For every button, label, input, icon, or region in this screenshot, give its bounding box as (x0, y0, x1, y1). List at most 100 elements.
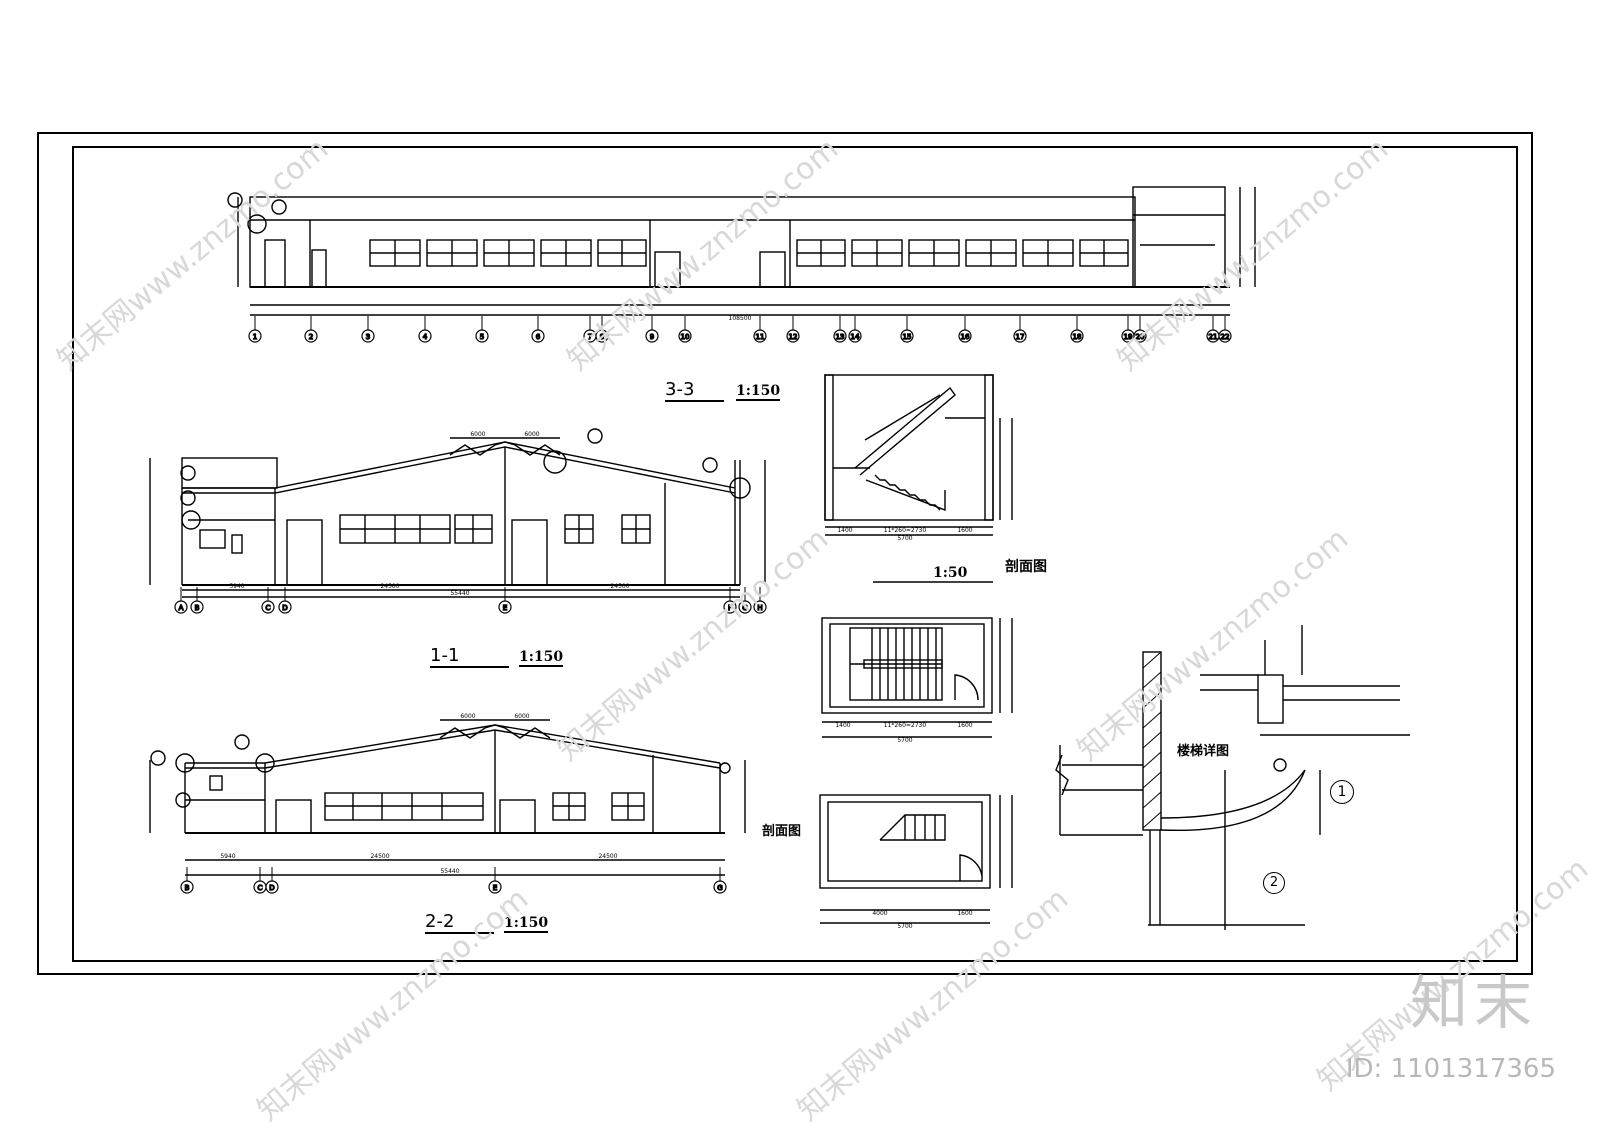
dim-stair-plan-a: 1400 (835, 722, 850, 729)
axis-3-3-label: 22 (1221, 333, 1230, 341)
dim-stair-section-overall: 5700 (897, 535, 912, 542)
axis-1-1-label: G (742, 604, 747, 612)
section-2-2 (149, 719, 746, 876)
section-1-1 (149, 428, 766, 598)
dim-stair-plan-b-overall: 5700 (897, 923, 912, 930)
axis-1-1-bubble (261, 600, 275, 614)
axis-3-3-label: 1 (253, 333, 257, 341)
axis-3-3-label: 21 (1209, 333, 1218, 341)
dim-stair-section: 11*260=2730 (884, 527, 927, 534)
brand-logo-text: 知末 (1409, 969, 1538, 1037)
axis-3-3-bubble (595, 329, 609, 343)
dim-1-1: 5940 (229, 583, 244, 590)
windows-2-2 (324, 792, 645, 821)
axis-2-2-label: C (258, 884, 263, 892)
dim-1-1: 24500 (610, 583, 629, 590)
axis-3-3-label: 12 (789, 333, 798, 341)
axis-3-3-bubble (786, 329, 800, 343)
axis-3-3-bubble (958, 329, 972, 343)
detail-number-2: 2 (1263, 872, 1285, 894)
stair-plan-b-title: 剖面图 (762, 824, 802, 839)
section-3-3-title: 3-3 1:150 (665, 379, 781, 402)
axis-3-3-label: 6 (536, 333, 541, 341)
axis-3-3-label: 3 (366, 333, 370, 341)
dim-stair-section: 1400 (837, 527, 852, 534)
dim-stair-section: 1600 (957, 527, 972, 534)
inner-frame (72, 146, 1518, 962)
stair-section (824, 374, 1013, 583)
axis-3-3-bubble (900, 329, 914, 343)
axis-2-2-bubble (488, 880, 502, 894)
section-2-2-label: 2-2 (425, 911, 495, 934)
windows-3-3-right (796, 239, 1129, 267)
axis-1-1-bubble (278, 600, 292, 614)
stair-detail (1055, 651, 1321, 930)
axis-2-2-label: D (269, 884, 274, 892)
section-3-3 (227, 186, 1256, 316)
axis-3-3-bubble (848, 329, 862, 343)
axis-3-3-bubble (475, 329, 489, 343)
axis-1-1-bubble (498, 600, 512, 614)
axis-3-3-bubble (753, 329, 767, 343)
section-1-1-label: 1-1 (430, 645, 510, 668)
axis-1-1-label: E (503, 604, 507, 612)
wall-hatch (1142, 651, 1162, 829)
axis-1-1-bubble (174, 600, 188, 614)
axis-1-1-label: B (195, 604, 200, 612)
stair-plan-a (821, 617, 1013, 738)
axis-3-3-bubble (418, 329, 432, 343)
axis-2-2-label: G (717, 884, 722, 892)
axis-1-1-bubble (723, 600, 737, 614)
stair-section-scale: 1:50 (933, 565, 968, 581)
axis-3-3-label: 15 (903, 333, 912, 341)
dim-stair-plan-a: 1600 (957, 722, 972, 729)
axis-3-3-bubble (645, 329, 659, 343)
dim-1-1-overall: 55440 (450, 590, 469, 597)
axis-3-3-label: 5 (480, 333, 484, 341)
dim-2-2-overall: 55440 (440, 868, 459, 875)
axis-3-3-bubble (678, 329, 692, 343)
dim-2-2-truss: 6000 (514, 713, 529, 720)
axis-3-3-label: 4 (423, 333, 428, 341)
axis-3-3-bubble (304, 329, 318, 343)
section-2-2-title: 2-2 1:150 (425, 911, 549, 934)
dim-stair-plan-a-overall: 5700 (897, 737, 912, 744)
stair-section-title: 剖面图 (1005, 559, 1047, 575)
dim-2-2: 24500 (370, 853, 389, 860)
stair-treads-a (871, 628, 937, 700)
dim-1-1: 24500 (380, 583, 399, 590)
axis-1-1-label: F (728, 604, 732, 612)
axis-1-1-label: C (266, 604, 271, 612)
section-3-3-scale: 1:150 (735, 383, 781, 401)
dim-stair-plan-b: 4000 (872, 910, 887, 917)
dim-1-1-truss: 6000 (524, 431, 539, 438)
image-id: ID: 1101317365 (1345, 1054, 1556, 1084)
axis-3-3-label: 19 (1124, 333, 1133, 341)
axis-3-3-bubble (833, 329, 847, 343)
axis-3-3-label: 14 (851, 333, 860, 341)
axis-3-3-label: 16 (961, 333, 970, 341)
axis-3-3-bubble (1013, 329, 1027, 343)
axis-3-3-label: 18 (1073, 333, 1082, 341)
axis-3-3-label: 2 (309, 333, 313, 341)
axis-1-1-label: D (282, 604, 287, 612)
section-2-2-scale: 1:150 (503, 915, 549, 933)
section-3-3-label: 3-3 (665, 379, 725, 402)
dim-3-3-overall: 108500 (729, 315, 752, 322)
axis-1-1-bubble (738, 600, 752, 614)
axis-2-2-label: B (185, 884, 190, 892)
axis-3-3-label: 20 (1136, 333, 1145, 341)
axis-1-1-label: A (179, 604, 184, 612)
foundation-detail (1200, 625, 1410, 736)
axis-3-3-bubble (531, 329, 545, 343)
windows-3-3-left (369, 239, 647, 267)
axis-3-3-label: 9 (650, 333, 654, 341)
dim-2-2-truss: 6000 (460, 713, 475, 720)
axis-1-1-bubble (753, 600, 767, 614)
axis-3-3-bubble (1133, 329, 1147, 343)
axis-3-3-bubble (1070, 329, 1084, 343)
dim-stair-plan-a: 11*260=2730 (884, 722, 927, 729)
